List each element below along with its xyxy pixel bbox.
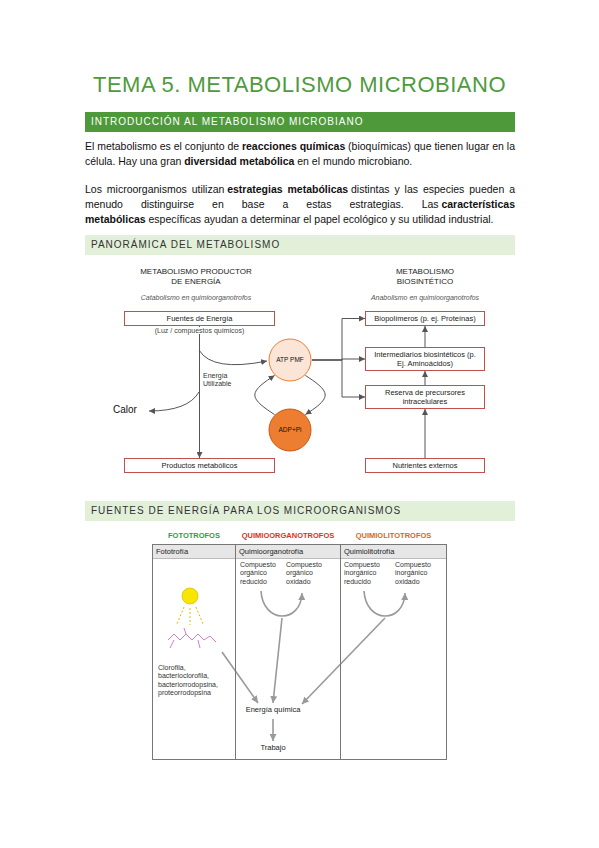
panel-title: Quimioorganotrofía	[236, 545, 340, 559]
section-band: FUENTES DE ENERGÍA PARA LOS MICROORGANIS…	[85, 501, 515, 521]
paragraph-run: diversidad metabólica	[184, 155, 294, 167]
paragraph-run: reacciones químicas	[242, 140, 345, 152]
panel: QUIMIOLITOTROFOSQuimiolitotrofía	[340, 544, 447, 760]
box-subtitle: (Luz / compuestos químicos)	[153, 327, 246, 334]
flow-arrow	[425, 371, 426, 385]
inorganic-cycle	[364, 591, 405, 616]
process-box-text: Fuentes de Energía	[129, 314, 270, 323]
diagram-label: Compuesto inorgánico reducido	[344, 561, 389, 586]
diagram-label: Anabolismo en quimioorganotrofos	[355, 294, 495, 302]
organic-cycle	[261, 591, 302, 616]
paragraph-run: El metabolismo es el conjunto de	[85, 140, 239, 152]
diagram-label: Compuesto inorgánico oxidado	[395, 561, 441, 586]
paragraph: El metabolismo es el conjunto dereaccion…	[85, 139, 515, 169]
circle-shape	[269, 409, 311, 451]
process-box: Nutrientes externos	[365, 458, 485, 473]
column-heading: FOTOTROFOS	[143, 531, 245, 540]
work-arrow	[272, 719, 274, 741]
panel: FOTOTROFOSFototrofía	[152, 544, 236, 760]
column-heading: QUIMIOORGANOTROFOS	[226, 531, 350, 540]
process-box-text: Reserva de precursores intracelulares	[370, 388, 480, 406]
diagram-label: Clorofila, bacterioclorofila, bacteriorr…	[158, 664, 230, 698]
energy-arrow	[199, 350, 267, 365]
process-box-text: Intermediarios biosintéticos (p. Ej. Ami…	[370, 350, 480, 368]
process-box: Fuentes de Energía(Luz / compuestos quím…	[124, 311, 275, 326]
section-band-text: INTRODUCCIÓN AL METABOLISMO MICROBIANO	[91, 112, 515, 132]
section-band: INTRODUCCIÓN AL METABOLISMO MICROBIANO	[85, 112, 515, 132]
process-box: Biopolímeros (p. ej. Proteínas)	[365, 311, 485, 326]
page-title: TEMA 5. METABOLISMO MICROBIANO	[0, 72, 599, 98]
process-box: Productos metabólicos	[124, 458, 275, 473]
circle-shape	[269, 339, 311, 381]
heat-arrow	[149, 392, 199, 411]
section-band-text: FUENTES DE ENERGÍA PARA LOS MICROORGANIS…	[91, 501, 515, 521]
section-band-text: PANORÁMICA DEL METABOLISMO	[91, 235, 515, 255]
diagram-label: Compuesto orgánico oxidado	[286, 561, 330, 586]
process-box: Intermediarios biosintéticos (p. Ej. Ami…	[365, 347, 485, 371]
energy-circle-text: ATP PMF	[275, 356, 305, 364]
flow-arrow	[425, 326, 426, 347]
sun-rays	[177, 607, 203, 625]
process-box-text: Biopolímeros (p. ej. Proteínas)	[370, 314, 480, 323]
flow-arrow	[425, 409, 426, 458]
flow-arrow	[199, 326, 200, 458]
paragraph-run: específicas ayudan a determinar el papel…	[149, 213, 494, 225]
diagram-label: Energía Utilizable	[203, 372, 247, 389]
energy-circle: ATP PMF	[268, 338, 312, 382]
diagram-label: Compuesto orgánico reducido	[240, 561, 280, 586]
process-box: Reserva de precursores intracelulares	[365, 385, 485, 409]
energy-circle: ADP+Pi	[268, 408, 312, 452]
pigment-molecule	[168, 628, 216, 648]
flow-arrow	[255, 375, 275, 414]
box-subtitle-wrap: (Luz / compuestos químicos)	[115, 327, 284, 335]
paragraph-run: estrategias metabólicas	[227, 183, 348, 195]
sun	[182, 588, 198, 604]
paragraph: Los microorganismos utilizanestrategias …	[85, 182, 515, 227]
inorganic-arrow	[302, 618, 385, 704]
diagram-label: METABOLISMO PRODUCTOR DE ENERGÍA	[136, 267, 256, 286]
diagram-label: Catabolismo en quimioorganotrofos	[126, 294, 266, 302]
section-band: PANORÁMICA DEL METABOLISMO	[85, 235, 515, 255]
paragraph-run: Los microorganismos utilizan	[85, 183, 224, 195]
flow-arrow	[312, 360, 365, 397]
energy-circle-text: ADP+Pi	[275, 426, 305, 434]
panel: QUIMIOORGANOTROFOSQuimioorganotrofía	[235, 544, 341, 760]
photo-arrow	[222, 652, 258, 703]
column-heading: QUIMIOLITOTROFOS	[331, 531, 456, 540]
organic-arrow	[273, 618, 282, 703]
panel-title: Fototrofía	[153, 545, 235, 559]
diagram-label: Energía química	[236, 705, 310, 714]
paragraph-run: en el mundo microbiano.	[297, 155, 412, 167]
process-box-text: Productos metabólicos	[129, 461, 270, 470]
process-box-text: Nutrientes externos	[370, 461, 480, 470]
flow-arrow	[312, 319, 365, 361]
panel-title: Quimiolitotrofía	[341, 545, 446, 559]
diagram-label: Trabajo	[246, 743, 300, 752]
diagram-label: Calor	[113, 404, 147, 416]
flow-arrow	[305, 375, 325, 414]
diagram-label: METABOLISMO BIOSINTÉTICO	[378, 267, 472, 286]
